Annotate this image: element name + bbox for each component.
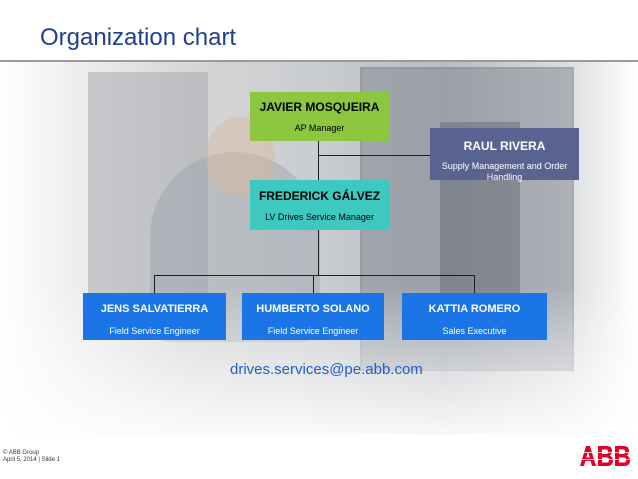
connector-horizontal: [154, 275, 475, 276]
footer-date-slide: April 5, 2014 | Slide 1: [3, 457, 60, 463]
contact-email[interactable]: drives.services@pe.abb.com: [230, 361, 423, 378]
node-javier-mosqueira: JAVIER MOSQUEIRA AP Manager: [250, 92, 389, 141]
connector-raul: [318, 155, 430, 156]
node-jens-salvatierra: JENS SALVATIERRA Field Service Engineer: [83, 293, 226, 340]
node-name: KATTIA ROMERO: [428, 303, 521, 315]
node-role: Field Service Engineer: [109, 326, 200, 336]
connector-jens: [154, 275, 155, 293]
footer: © ABB Group April 5, 2014 | Slide 1: [3, 450, 60, 464]
node-role: Field Service Engineer: [267, 326, 359, 336]
connector-frederick-down: [318, 230, 319, 275]
node-name: JAVIER MOSQUEIRA: [259, 100, 380, 114]
node-kattia-romero: KATTIA ROMERO Sales Executive: [402, 293, 547, 340]
connector-kattia: [474, 275, 475, 293]
connector-humberto: [313, 275, 314, 293]
node-role: AP Manager: [294, 123, 345, 133]
node-frederick-galvez: FREDERICK GÁLVEZ LV Drives Service Manag…: [250, 180, 389, 230]
node-name: FREDERICK GÁLVEZ: [258, 189, 381, 203]
node-name: HUMBERTO SOLANO: [256, 303, 370, 315]
page-title: Organization chart: [40, 24, 237, 51]
node-name: JENS SALVATIERRA: [100, 303, 209, 315]
node-name: RAUL RIVERA: [463, 139, 546, 153]
connector-javier-frederick: [318, 141, 319, 180]
background-photo: [0, 62, 638, 435]
node-humberto-solano: HUMBERTO SOLANO Field Service Engineer: [242, 293, 384, 340]
node-role: Sales Executive: [442, 326, 507, 336]
footer-copyright: © ABB Group: [3, 450, 40, 456]
node-role: LV Drives Service Manager: [265, 212, 374, 222]
title-divider: [0, 60, 638, 62]
node-raul-rivera: RAUL RIVERA Supply Management and Order …: [430, 128, 579, 182]
node-role: Supply Management and Order Handling: [441, 161, 568, 182]
abb-logo-icon: [578, 446, 632, 466]
